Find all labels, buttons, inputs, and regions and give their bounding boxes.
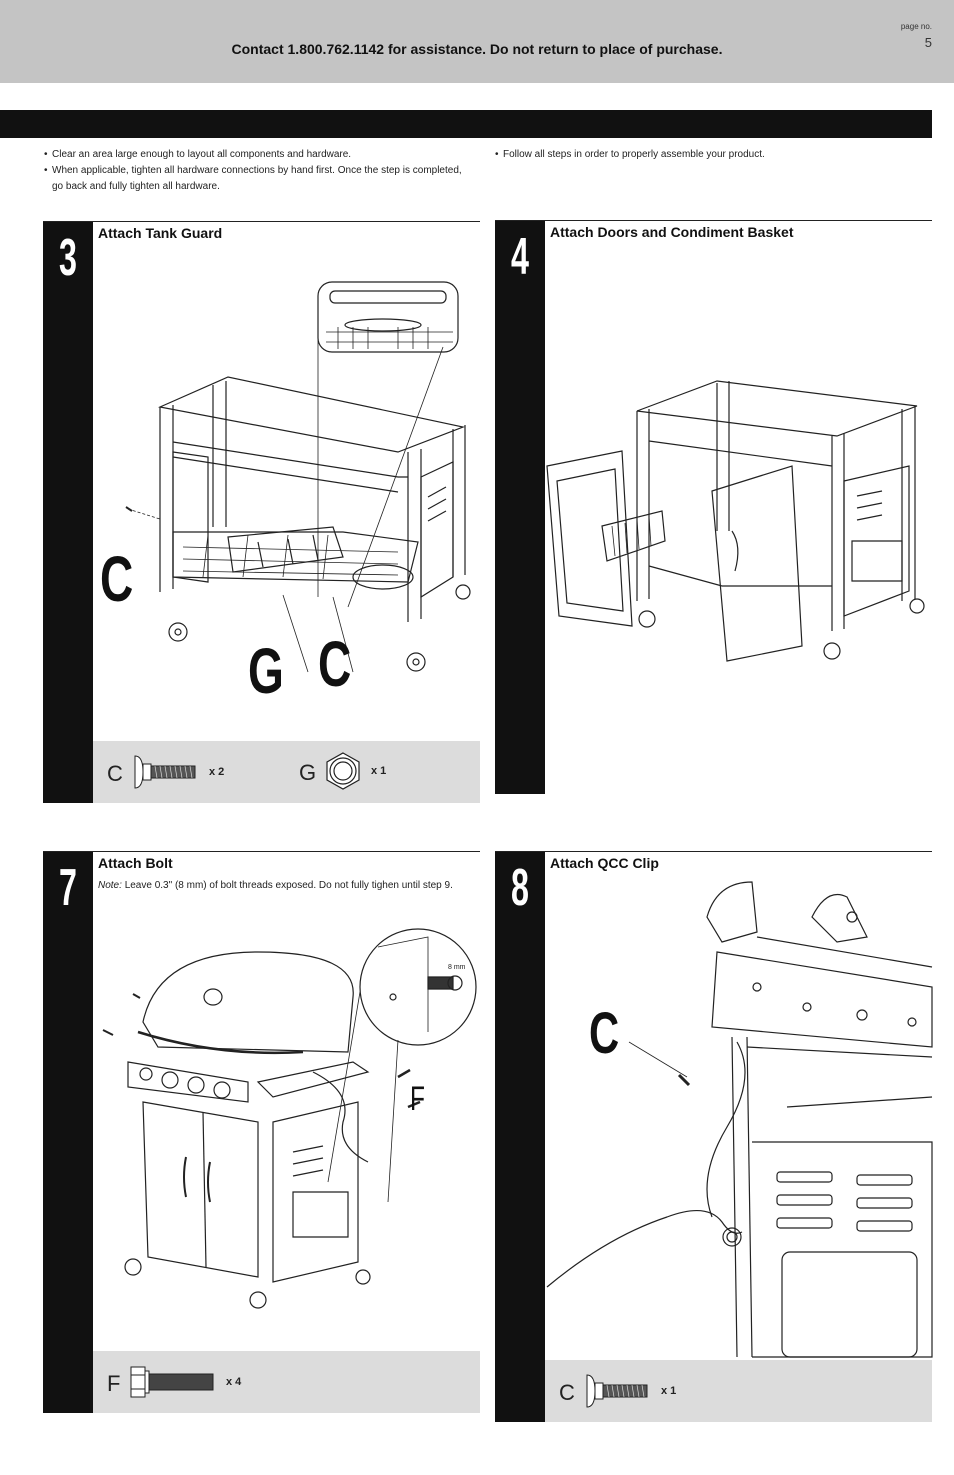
callout-letter: F [410,1080,425,1118]
step-title: Attach Bolt [98,855,173,871]
step-4-bar: 4 [495,221,545,794]
bolt-illustration [98,922,478,1322]
nut-icon [323,751,363,791]
screw-icon [131,753,197,791]
tank-guard-illustration [98,277,478,697]
step-3-panel: 3 Attach Tank Guard [43,221,480,803]
assistance-contact: Contact 1.800.762.1142 for assistance. D… [231,41,723,57]
hardware-quantity: x 1 [371,765,387,777]
qcc-clip-illustration [547,877,932,1357]
hardware-bar: C x 1 [545,1360,932,1422]
callout-letter: C [100,543,134,615]
tips-right: Follow all steps in order to properly as… [495,147,925,163]
bolt-icon [129,1365,215,1399]
step-3-bar: 3 [43,222,93,803]
doors-basket-illustration [547,371,932,661]
step-note: Note: Leave 0.3" (8 mm) of bolt threads … [98,880,453,891]
hardware-letter: C [107,761,123,786]
page-number-label: page no. [900,22,932,31]
step-number: 7 [59,859,77,917]
hardware-bar: F x 4 [93,1351,480,1413]
callout-letter: C [318,628,352,700]
hardware-bar: C x 2 G x 1 [93,741,480,803]
step-title: Attach Tank Guard [98,225,223,241]
step-8-panel: 8 Attach QCC Clip [495,851,932,1422]
tip-item: Follow all steps in order to properly as… [495,147,925,163]
step-7-bar: 7 [43,852,93,1413]
hardware-quantity: x 2 [209,766,225,778]
hardware-quantity: x 4 [226,1376,242,1388]
step-number: 3 [59,229,77,287]
page-number: 5 [924,35,932,50]
step-number: 4 [511,228,529,286]
step-title: Attach Doors and Condiment Basket [550,224,794,240]
hardware-letter: G [299,760,317,785]
step-title: Attach QCC Clip [550,855,659,871]
note-text: Leave 0.3" (8 mm) of bolt threads expose… [124,880,453,891]
tips-left: Clear an area large enough to layout all… [44,147,474,195]
section-band [0,110,932,138]
screw-icon [583,1372,649,1410]
step-number: 8 [511,859,529,917]
tip-item: Clear an area large enough to layout all… [44,147,474,163]
hardware-quantity: x 1 [661,1385,677,1397]
step-8-bar: 8 [495,852,545,1422]
page-header: Contact 1.800.762.1142 for assistance. D… [0,0,954,83]
step-7-panel: 7 Attach Bolt Note: Leave 0.3" (8 mm) of… [43,851,480,1413]
tip-item: When applicable, tighten all hardware co… [44,163,474,195]
hardware-letter: C [559,1380,575,1405]
callout-letter: C [589,1001,620,1066]
bolt-gap-label: 8 mm [448,964,466,971]
note-label: Note: [98,880,122,891]
callout-letter: G [248,635,284,707]
step-4-panel: 4 Attach Doors and Condiment Basket [495,220,932,794]
hardware-letter: F [107,1371,121,1396]
